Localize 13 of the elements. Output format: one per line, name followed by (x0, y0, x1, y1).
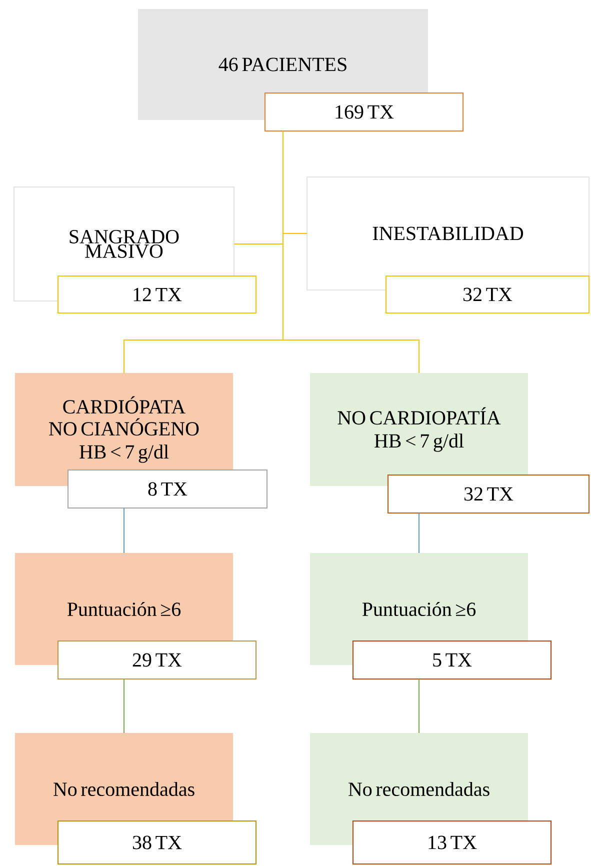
count-box: 32 TX (388, 474, 590, 514)
count-box: 12 TX (58, 276, 256, 314)
count-box: 169 TX (264, 92, 464, 132)
count-box: 5 TX (352, 640, 552, 680)
count-box: 29 TX (58, 640, 256, 680)
connector-line (418, 678, 420, 734)
count-box: 8 TX (68, 470, 268, 508)
connector-line (282, 130, 420, 374)
count-box: 13 TX (352, 820, 552, 864)
connector-line (418, 512, 420, 554)
count-box: 32 TX (386, 276, 590, 314)
category-box: NO CARDIOPATÍA HB < 7 g/dl (310, 373, 528, 486)
count-box: 38 TX (58, 820, 256, 864)
